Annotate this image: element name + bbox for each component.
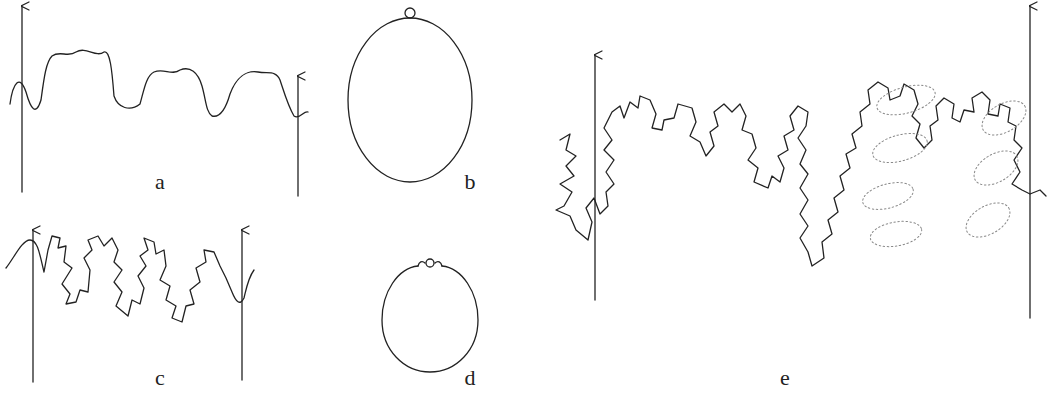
pollen-outline-d <box>382 259 478 372</box>
pollen-outline-b <box>348 8 472 182</box>
suture-line-c <box>6 230 254 382</box>
suture-line-e <box>556 6 1046 318</box>
panel-letter: c <box>155 367 165 389</box>
panel-letter: d <box>465 367 476 389</box>
panel-letter: b <box>465 171 476 193</box>
panel-letter: a <box>155 171 165 193</box>
suture-line-a <box>10 6 308 196</box>
panel-letter: e <box>780 367 790 389</box>
